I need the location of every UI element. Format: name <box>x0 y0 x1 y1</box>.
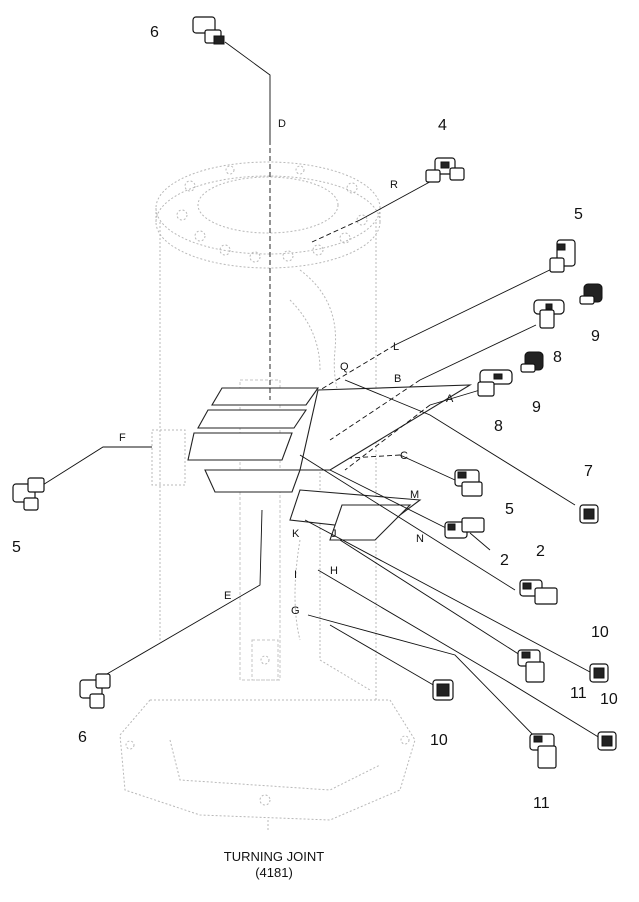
line-label-H: H <box>330 565 338 577</box>
fitting-8-top <box>533 299 565 329</box>
line-label-Q: Q <box>340 361 349 373</box>
part-number-11-bottom: 11 <box>533 795 550 812</box>
part-number-9-top: 9 <box>591 328 600 345</box>
fitting-6-top <box>192 16 225 45</box>
line-label-K: K <box>292 528 300 540</box>
part-number-8-mid: 8 <box>494 418 503 435</box>
fitting-4 <box>425 157 465 183</box>
part-number-5-mid: 5 <box>505 501 514 518</box>
fitting-6-bottom <box>79 673 111 709</box>
line-label-E: E <box>224 590 231 602</box>
line-label-A: A <box>446 393 454 405</box>
line-label-J: J <box>331 528 337 540</box>
line-label-F: F <box>119 432 126 444</box>
part-number-9-mid: 9 <box>532 399 541 416</box>
fitting-10-upper <box>589 663 609 683</box>
fitting-10-right <box>597 731 617 751</box>
part-number-10-bottom: 10 <box>430 732 448 749</box>
diagram-caption-title: TURNING JOINT <box>224 849 324 864</box>
manufacturer-logo-mark <box>187 384 473 541</box>
diagram-caption-code: (4181) <box>255 865 293 880</box>
part-number-2-mid: 2 <box>500 552 509 569</box>
line-label-B: B <box>394 373 401 385</box>
fitting-2-mid <box>444 517 485 539</box>
line-label-C: C <box>400 450 408 462</box>
part-number-10-upper: 10 <box>591 624 609 641</box>
fitting-10-bottom <box>432 679 454 701</box>
part-number-10-right: 10 <box>600 691 618 708</box>
fitting-9-top <box>579 283 603 305</box>
part-number-6-top: 6 <box>150 24 159 41</box>
line-label-R: R <box>390 179 398 191</box>
fitting-5-left <box>12 477 45 511</box>
part-number-5-left: 5 <box>12 539 21 556</box>
line-label-G: G <box>291 605 300 617</box>
fitting-5-mid <box>454 469 483 497</box>
fitting-5-top <box>549 239 576 273</box>
part-number-7: 7 <box>584 463 593 480</box>
line-label-L: L <box>393 341 399 353</box>
fitting-2-lower <box>519 579 558 605</box>
part-number-6-bottom: 6 <box>78 729 87 746</box>
fitting-11-upper <box>517 649 545 683</box>
fitting-9-mid <box>520 351 544 373</box>
fitting-7 <box>579 504 599 524</box>
part-number-11-upper: 11 <box>570 685 587 702</box>
fitting-8-mid <box>477 369 513 397</box>
leader-lines <box>37 41 601 743</box>
line-label-D: D <box>278 118 286 130</box>
part-number-2-lower: 2 <box>536 543 545 560</box>
line-label-N: N <box>416 533 424 545</box>
turning-joint-body-outline <box>119 161 416 830</box>
line-label-M: M <box>410 489 419 501</box>
part-number-labels: 6 4 5 9 8 9 8 7 5 5 2 2 10 11 10 6 10 11 <box>12 24 618 812</box>
line-letter-labels: D R L Q B A F C M K J N I H E G <box>119 118 454 617</box>
part-number-4: 4 <box>438 117 447 134</box>
part-number-8-top: 8 <box>553 349 562 366</box>
line-label-I: I <box>294 569 297 581</box>
fitting-11-bottom <box>529 733 557 769</box>
part-number-5-top: 5 <box>574 206 583 223</box>
